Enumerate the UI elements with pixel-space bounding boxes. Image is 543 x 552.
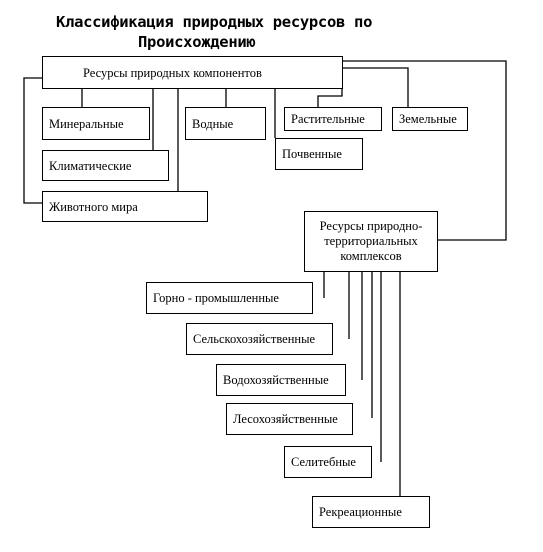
box-plant: Растительные (284, 107, 382, 131)
box-climatic: Климатические (42, 150, 169, 181)
box-soil: Почвенные (275, 138, 363, 170)
box-mineral-label: Минеральные (49, 116, 124, 131)
box-forestry-label: Лесохозяйственные (233, 412, 338, 426)
title-line-2: Происхождению (138, 33, 256, 51)
box-climatic-label: Климатические (49, 158, 132, 173)
box-residential-label: Селитебные (291, 455, 356, 469)
box-water-management-label: Водохозяйственные (223, 373, 329, 387)
box-water-label: Водные (192, 116, 234, 131)
box-mining: Горно - промышленные (146, 282, 313, 314)
box-territorial-complexes-label: Ресурсы природно-территориальных комплек… (319, 219, 423, 263)
box-territorial-complexes: Ресурсы природно-территориальных комплек… (304, 211, 438, 272)
connector-plant (317, 88, 343, 107)
box-plant-label: Растительные (291, 112, 365, 126)
box-residential: Селитебные (284, 446, 372, 478)
box-natural-components: Ресурсы природных компонентов (42, 56, 343, 89)
box-animal: Животного мира (42, 191, 208, 222)
box-forestry: Лесохозяйственные (226, 403, 353, 435)
title-line-1: Классификация природных ресурсов по (56, 13, 373, 31)
box-water: Водные (185, 107, 266, 140)
box-water-management: Водохозяйственные (216, 364, 346, 396)
box-mineral: Минеральные (42, 107, 150, 140)
box-recreational: Рекреационные (312, 496, 430, 528)
box-soil-label: Почвенные (282, 147, 342, 161)
connector-land (342, 67, 409, 107)
connector-territorial (342, 60, 507, 241)
box-natural-components-label: Ресурсы природных компонентов (83, 65, 262, 80)
box-animal-label: Животного мира (49, 199, 138, 214)
box-agricultural: Сельскохозяйственные (186, 323, 333, 355)
box-recreational-label: Рекреационные (319, 505, 402, 519)
box-land: Земельные (392, 107, 468, 131)
box-land-label: Земельные (399, 112, 457, 126)
box-mining-label: Горно - промышленные (153, 291, 279, 305)
diagram-title: Классификация природных ресурсов по Прои… (56, 12, 456, 52)
box-agricultural-label: Сельскохозяйственные (193, 332, 316, 346)
connector-animal-loop (23, 77, 42, 204)
